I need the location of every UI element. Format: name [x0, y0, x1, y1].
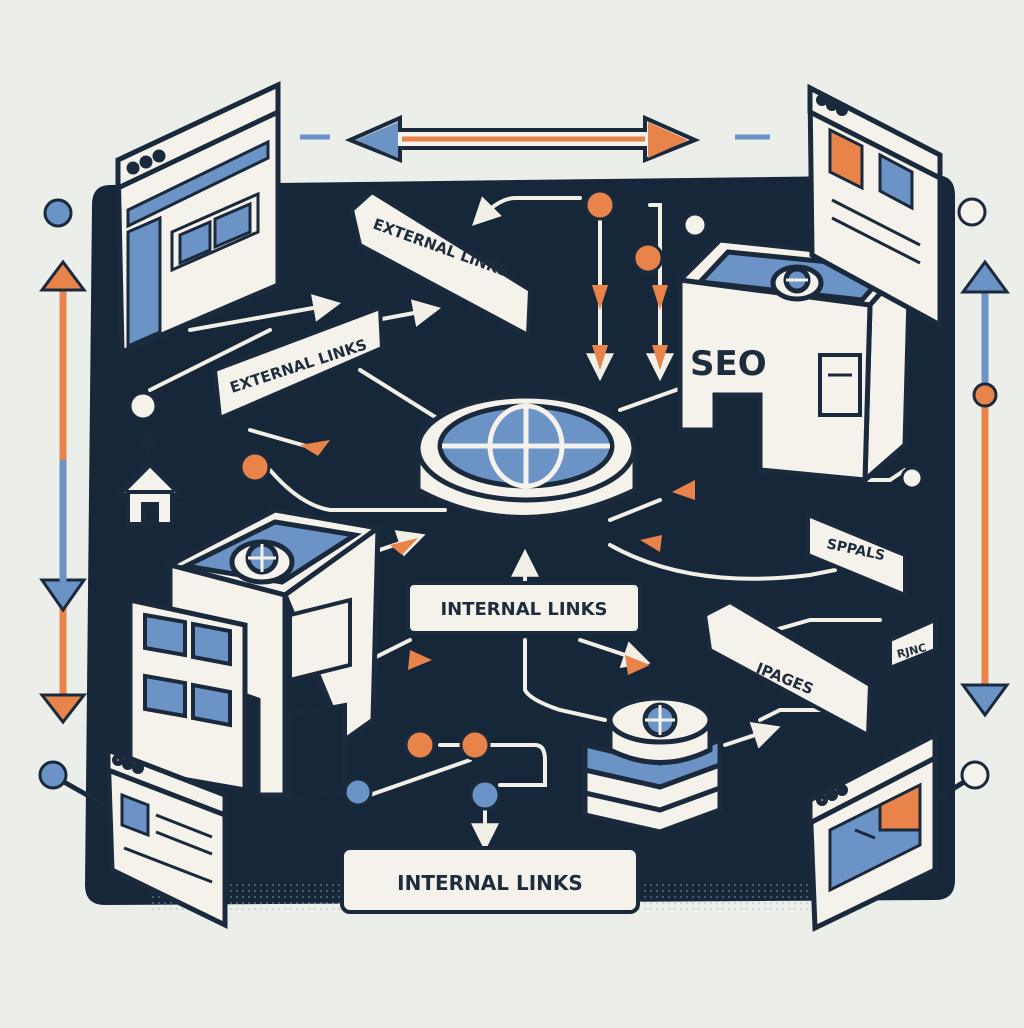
- svg-text:INTERNAL LINKS: INTERNAL LINKS: [397, 871, 583, 895]
- node-icon: [900, 466, 924, 490]
- right-vertical-arrow-icon: [957, 197, 1010, 718]
- connector-line: [933, 779, 966, 803]
- seo-label: SEO: [690, 344, 767, 384]
- node-icon: [632, 242, 664, 274]
- node-icon: [584, 189, 616, 221]
- seo-building-icon: [674, 237, 916, 486]
- node-icon: [682, 212, 708, 238]
- left-building-icon: [127, 507, 385, 803]
- label-internal-links-center: INTERNAL LINKS: [406, 581, 642, 635]
- browser-window-icon: [115, 81, 281, 356]
- label-rjnc: RJNC: [888, 616, 937, 671]
- top-double-arrow-icon: [300, 114, 770, 163]
- node-icon: [459, 729, 491, 761]
- node-icon: [343, 777, 373, 807]
- label-internal-links-bottom: INTERNAL LINKS: [340, 846, 640, 914]
- connector-line: [62, 779, 112, 811]
- browser-window-icon: [807, 730, 938, 932]
- orange-arrow-accents: [300, 285, 695, 675]
- browser-window-icon: [105, 746, 228, 929]
- globe-hub-icon: [415, 393, 638, 520]
- node-icon: [469, 779, 501, 811]
- house-icon: [115, 430, 185, 526]
- label-pages: IPAGES: [702, 599, 873, 739]
- svg-text:INTERNAL LINKS: INTERNAL LINKS: [440, 599, 607, 620]
- left-vertical-arrow-icon: [38, 259, 88, 725]
- side-node-icon: [128, 391, 158, 421]
- link-nodes: [239, 189, 924, 811]
- side-node-icon: [38, 760, 68, 790]
- node-icon: [404, 729, 436, 761]
- page-stack-icon: [582, 695, 723, 835]
- side-node-icon: [960, 760, 990, 790]
- node-icon: [239, 451, 271, 483]
- side-node-icon: [43, 198, 73, 228]
- browser-window-icon: [807, 83, 943, 330]
